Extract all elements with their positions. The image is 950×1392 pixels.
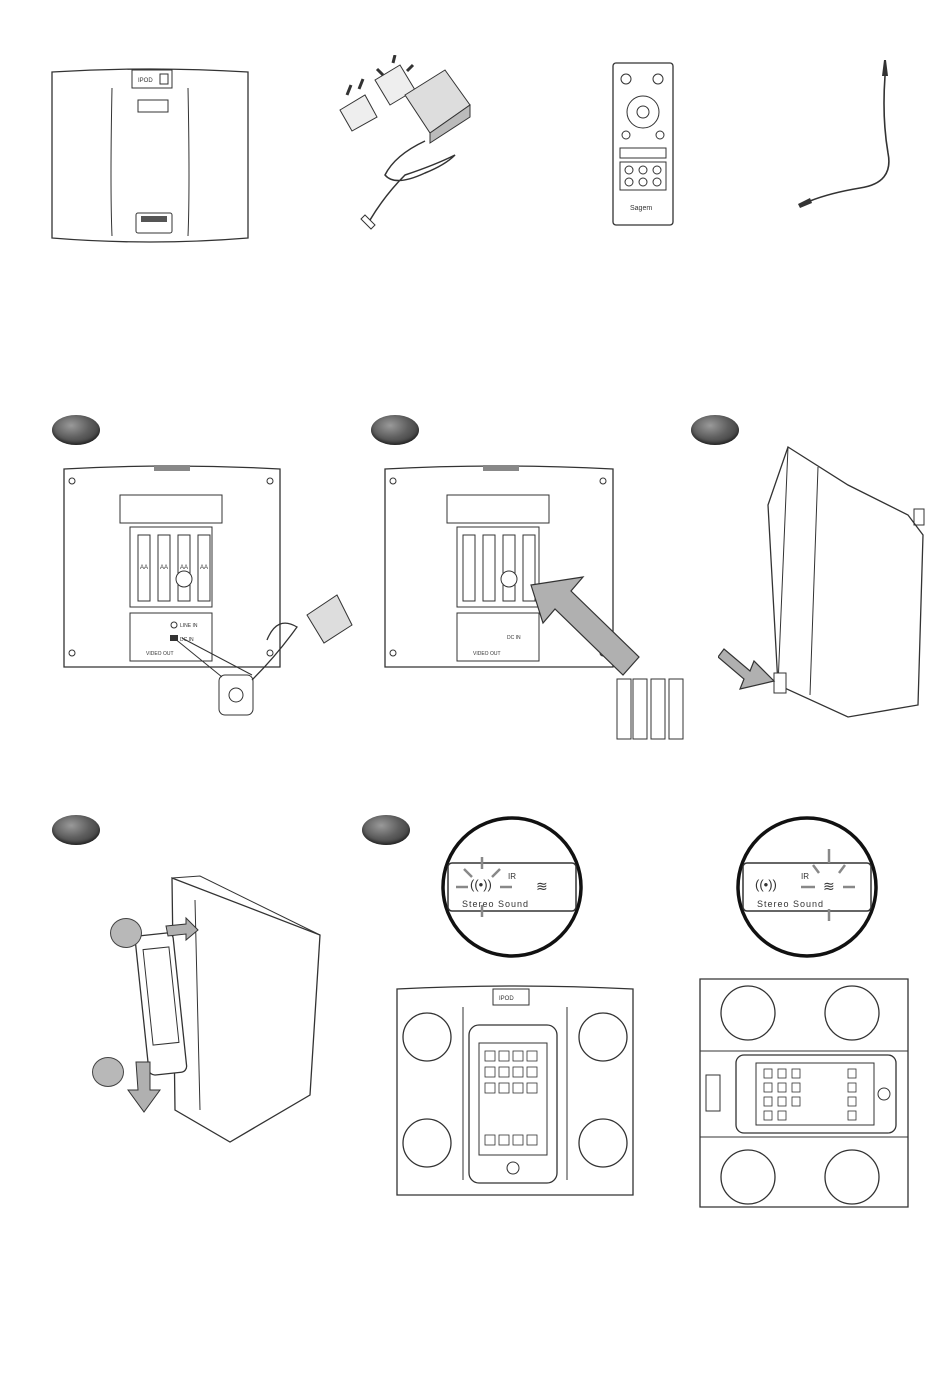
step-2-badge xyxy=(371,415,419,445)
svg-text:VIDEO OUT: VIDEO OUT xyxy=(473,651,501,657)
indicator-lens-left: ((•)) IR ≋ Stereo Sound xyxy=(440,815,585,960)
svg-text:IR: IR xyxy=(508,872,516,881)
svg-text:AA: AA xyxy=(200,565,208,571)
svg-text:DC IN: DC IN xyxy=(507,635,521,641)
step-5-badge xyxy=(362,815,410,845)
step-4-dock-device-figure xyxy=(80,870,330,1150)
indicator-lens-right: ((•)) IR ≋ Stereo Sound xyxy=(735,815,880,960)
svg-text:Stereo Sound: Stereo Sound xyxy=(462,899,529,909)
step-1-back-panel-figure: AA AA AA AA LINE IN DC IN VIDEO OUT xyxy=(62,465,362,720)
loose-batteries-icon xyxy=(617,679,683,739)
pull-arrow-icon xyxy=(718,649,774,689)
svg-text:≋: ≋ xyxy=(823,878,835,894)
audio-cable-figure xyxy=(790,58,900,208)
power-adapter-figure xyxy=(335,55,485,230)
speaker-landscape-figure xyxy=(698,975,910,1215)
svg-text:Sagem: Sagem xyxy=(630,205,652,212)
svg-text:IPOD: IPOD xyxy=(499,996,514,1002)
step-4-badge xyxy=(52,815,100,845)
svg-text:VIDEO OUT: VIDEO OUT xyxy=(146,651,174,657)
svg-text:((•)): ((•)) xyxy=(470,877,492,892)
svg-text:IR: IR xyxy=(801,872,809,881)
step-2-batteries-figure: DC IN VIDEO OUT xyxy=(383,465,693,745)
remote-control-figure: Sagem xyxy=(612,62,674,227)
svg-text:IPOD: IPOD xyxy=(138,78,153,84)
step-3-pull-tab-figure xyxy=(718,445,928,720)
svg-text:Stereo Sound: Stereo Sound xyxy=(757,899,824,909)
svg-text:AA: AA xyxy=(180,565,188,571)
speaker-portrait-figure: IPOD xyxy=(395,985,635,1200)
svg-text:AA: AA xyxy=(140,565,148,571)
step-3-badge xyxy=(691,415,739,445)
sub-step-b-badge xyxy=(92,1057,124,1087)
svg-text:((•)): ((•)) xyxy=(755,877,777,892)
svg-text:≋: ≋ xyxy=(536,878,548,894)
svg-text:AA: AA xyxy=(160,565,168,571)
speaker-dock-figure: IPOD xyxy=(50,68,250,248)
svg-text:LINE IN: LINE IN xyxy=(180,623,198,629)
step-1-badge xyxy=(52,415,100,445)
sub-step-a-badge xyxy=(110,918,142,948)
